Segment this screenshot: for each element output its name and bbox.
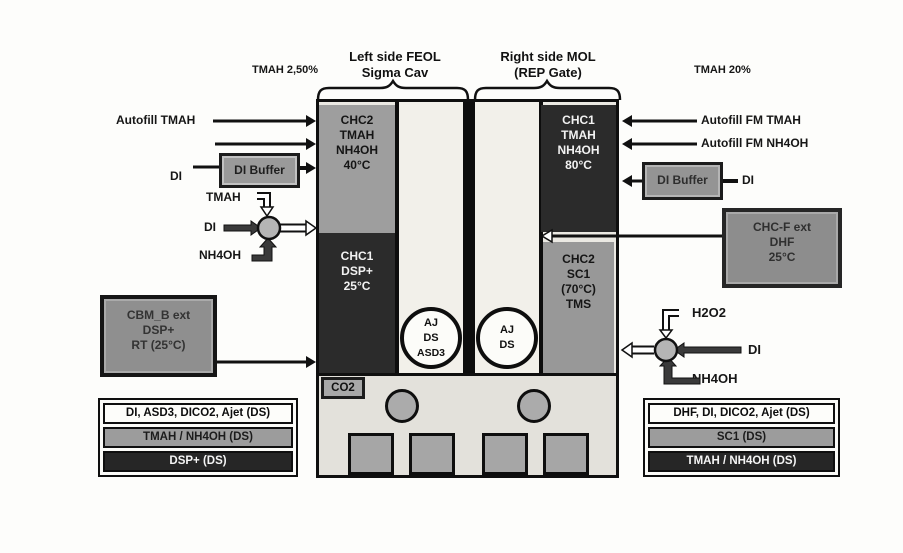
main-process-unit: CHC2 TMAH NH4OH 40°C CHC1 DSP+ 25°C CHC1… [316, 99, 619, 478]
spin-chuck-left [385, 389, 419, 423]
left-side-title-line2: Sigma Cav [361, 65, 429, 80]
chc1-right-name: CHC1 [562, 113, 595, 127]
aj-right-line2: DS [499, 339, 515, 351]
chc2-right-chem1: SC1 [566, 267, 591, 281]
right-side-title: Right side MOL (REP Gate) [482, 49, 614, 81]
left-side-title-line1: Left side FEOL [349, 49, 441, 64]
di-mixer-label-left: DI [204, 220, 216, 234]
chc1-left-temp: 25°C [343, 279, 371, 293]
cassette-4 [543, 433, 589, 475]
di-left-mixer-arrow [223, 220, 262, 236]
right-side-brace [473, 78, 622, 101]
chc1-right-chem2: NH4OH [557, 143, 600, 157]
aj-left-line1: AJ [423, 316, 439, 329]
autofill-tmah-label: Autofill TMAH [116, 113, 196, 127]
chamber-chc2-left: CHC2 TMAH NH4OH 40°C [319, 105, 395, 233]
autofill-fm-nh4oh-label: Autofill FM NH4OH [701, 136, 809, 150]
legend-left: DI, ASD3, DICO2, Ajet (DS) TMAH / NH4OH … [98, 398, 298, 477]
h2o2-label: H2O2 [692, 305, 726, 320]
cbm-arrowhead [306, 356, 316, 368]
right-mixer-output-duct [620, 341, 654, 359]
aj-right-line1: AJ [499, 324, 515, 336]
mixing-valve-left [256, 215, 282, 241]
chc2-right-chem2: TMS [565, 297, 592, 311]
di-buffer-box-right: DI Buffer [642, 162, 723, 200]
chc1-left-name: CHC1 [340, 249, 374, 263]
di-mixer-label-right: DI [748, 342, 761, 357]
tmah-right-concentration-label: TMAH 20% [694, 64, 751, 76]
di-right-mixer-arrow [673, 342, 742, 358]
bottom-mechanics-area: CO2 [319, 373, 616, 475]
right-side-title-line1: Right side MOL [500, 49, 596, 64]
aj-ds-circle-left: AJ DS ASD3 [400, 307, 462, 369]
aj-left-line3: ASD3 [416, 346, 445, 359]
cbm-b-ext-box: CBM_B ext DSP+ RT (25°C) [100, 295, 217, 377]
chcf-ext-chem: DHF [769, 235, 795, 249]
nh4oh-left-mixer-arrow [251, 237, 278, 262]
legend-left-row-dsp: DSP+ (DS) [103, 451, 293, 472]
tmah-hollow-duct [257, 192, 275, 218]
di-label-left: DI [170, 169, 182, 183]
cbm-box-chem: DSP+ [142, 323, 175, 337]
legend-right-row-dhf: DHF, DI, DICO2, Ajet (DS) [648, 403, 835, 424]
cassette-2 [409, 433, 455, 475]
chc2-left-chem2: NH4OH [335, 143, 378, 157]
chc1-right-temp: 80°C [565, 158, 592, 172]
legend-left-row-di: DI, ASD3, DICO2, Ajet (DS) [103, 403, 293, 424]
di-label-right: DI [742, 173, 754, 187]
center-divider [463, 102, 475, 373]
tmah-left-concentration-label: TMAH 2,50% [252, 64, 319, 76]
aj-ds-circle-right: AJ DS [476, 307, 538, 369]
legend-right-row-tmah: TMAH / NH4OH (DS) [648, 451, 835, 472]
chc2-left-chem1: TMAH [339, 128, 375, 142]
chc2-left-name: CHC2 [340, 113, 374, 127]
left-side-brace [316, 78, 470, 101]
autofill-tmah-arrowhead [306, 115, 316, 127]
column-edge-left [395, 102, 399, 373]
chc1-left-chem: DSP+ [341, 264, 373, 278]
nh4oh-label-right: NH4OH [692, 371, 738, 386]
legend-right: DHF, DI, DICO2, Ajet (DS) SC1 (DS) TMAH … [643, 398, 840, 477]
chcf-ext-box: CHC-F ext DHF 25°C [722, 208, 842, 288]
chc2-right-name: CHC2 [562, 252, 595, 266]
chcf-ext-temp: 25°C [768, 250, 796, 264]
co2-box: CO2 [321, 377, 365, 399]
cassette-1 [348, 433, 394, 475]
di-buffer-box-left: DI Buffer [219, 153, 300, 188]
cbm-box-temp: RT (25°C) [131, 338, 186, 352]
chc1-right-chem1: TMAH [561, 128, 596, 142]
chamber-chc2-right: CHC2 SC1 (70°C) TMS [543, 242, 614, 373]
di-buffer-right-out-arrowhead [622, 175, 632, 187]
aj-left-line2: DS [423, 331, 439, 344]
cassette-3 [482, 433, 528, 475]
autofill-fm-tmah-arrowhead [622, 115, 632, 127]
spin-chuck-right [517, 389, 551, 423]
nh4oh-label-left: NH4OH [199, 248, 242, 262]
legend-right-row-sc1: SC1 (DS) [648, 427, 835, 448]
left-mixer-output-duct [280, 219, 318, 237]
autofill-fm-tmah-label: Autofill FM TMAH [701, 113, 801, 127]
di-buffer-left-out-arrowhead [306, 162, 316, 174]
cbm-box-name: CBM_B ext [126, 308, 191, 322]
autofill-fm-nh4oh-arrowhead [622, 138, 632, 150]
left-side-title: Left side FEOL Sigma Cav [328, 49, 462, 81]
legend-left-row-tmah: TMAH / NH4OH (DS) [103, 427, 293, 448]
right-side-title-line2: (REP Gate) [514, 65, 582, 80]
chc2-left-temp: 40°C [343, 158, 371, 172]
chamber-chc1-right: CHC1 TMAH NH4OH 80°C [541, 105, 616, 232]
chc2-right-temp: (70°C) [561, 282, 596, 296]
h2o2-hollow-duct [658, 309, 679, 340]
chcf-ext-name: CHC-F ext [752, 220, 811, 234]
chamber-chc1-left: CHC1 DSP+ 25°C [319, 233, 395, 373]
autofill-second-arrowhead [306, 138, 316, 150]
mixing-valve-right [653, 337, 679, 363]
tmah-mixer-label: TMAH [206, 190, 241, 204]
